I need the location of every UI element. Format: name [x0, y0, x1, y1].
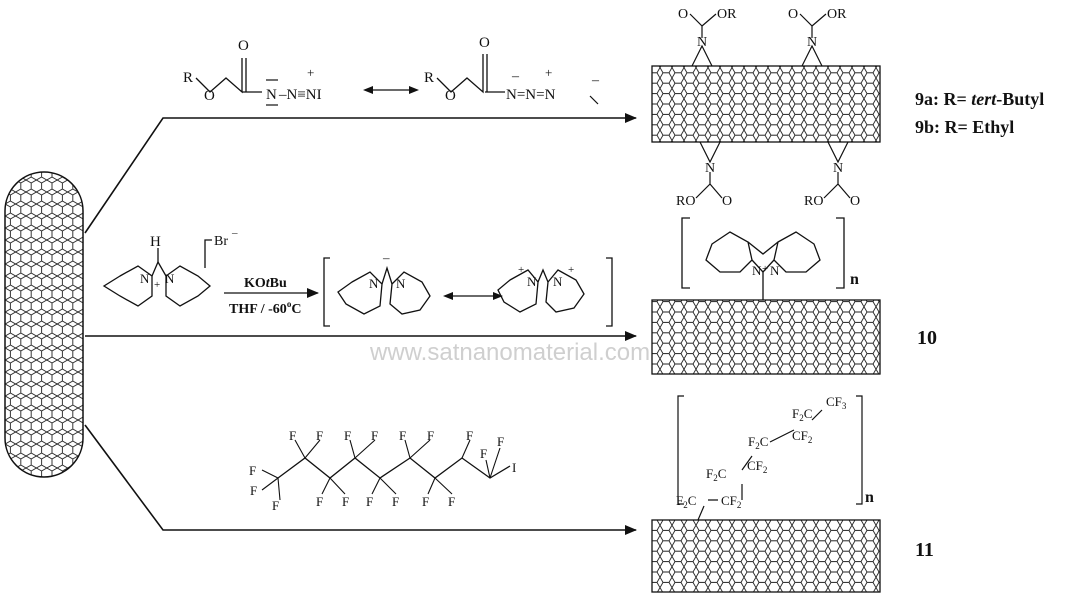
p10-n-index: n	[850, 271, 859, 288]
p11-f2c-4: F2C	[792, 406, 812, 423]
p9-o3: O	[722, 194, 732, 209]
reagent-conditions: THF / -60oC	[229, 299, 301, 317]
pf-f8: F	[344, 428, 351, 443]
reagent-kotbu: KOtBu	[244, 276, 287, 291]
pf-f2: F	[250, 483, 257, 498]
route2-reagent	[102, 239, 613, 327]
label-9b: 9b: R= Ethyl	[915, 117, 1014, 137]
p11-f2c-2: F2C	[706, 466, 726, 483]
p11-f2c-3: F2C	[748, 434, 768, 451]
azide-minus2a: –	[511, 69, 520, 84]
p9-ro2: RO	[804, 194, 823, 209]
p11-cf3: CF3	[826, 394, 847, 411]
p9-or2: OR	[827, 7, 847, 22]
route1-arrow	[84, 113, 637, 234]
imidazolium-n2: N	[165, 271, 175, 286]
bromide-minus: –	[231, 227, 238, 239]
pf-f1: F	[249, 463, 256, 478]
pf-f10: F	[366, 494, 373, 509]
p11-cf2-2: CF2	[747, 458, 767, 475]
label-10: 10	[917, 327, 937, 349]
pf-f13: F	[427, 428, 434, 443]
azide-rest1: –N≡NI	[278, 87, 322, 103]
p11-n-index: n	[865, 489, 874, 506]
azide-plus2: +	[545, 65, 552, 80]
p9-o2: O	[788, 7, 798, 22]
route3-reagent: F F F F F F F F F F F F F F F F F F I	[249, 428, 516, 513]
pf-f16: F	[466, 428, 473, 443]
azide-o2: O	[445, 88, 456, 104]
p9-n2: N	[807, 35, 817, 50]
pf-f6: F	[316, 494, 323, 509]
azide-n1: N	[266, 87, 277, 103]
p11-f2c-1: F2C	[676, 493, 696, 510]
p11-cf2-1: CF2	[721, 493, 741, 510]
azide-rest2: N=N=N	[506, 87, 556, 103]
carbene-minus: –	[382, 250, 390, 265]
pf-f5: F	[316, 428, 323, 443]
pf-f11: F	[392, 494, 399, 509]
pf-f18: F	[497, 434, 504, 449]
azide-plus1: +	[307, 65, 314, 80]
pf-f4: F	[289, 428, 296, 443]
carbene-n1: N	[369, 276, 379, 291]
p9-n1: N	[697, 35, 707, 50]
route1-reagent: R O O N –N≡NI + R O O N=N=N – + –	[183, 35, 600, 106]
pf-f12: F	[399, 428, 406, 443]
carbene-n2: N	[396, 276, 406, 291]
p9-o4: O	[850, 194, 860, 209]
pf-f7: F	[342, 494, 349, 509]
route-arrows	[84, 113, 637, 535]
ylide-plus1: +	[518, 264, 524, 276]
ylide-n1: N	[527, 274, 537, 289]
label-9a: 9a: R= tert-Butyl	[915, 89, 1044, 109]
imidazolium-n1: N	[140, 271, 150, 286]
azide-minus2b: –	[591, 73, 600, 88]
p10-plus: +	[762, 263, 768, 275]
p9-n3: N	[705, 161, 715, 176]
starting-nanotube	[4, 171, 84, 478]
bromide-label: Br	[214, 234, 228, 249]
ylide-n2: N	[553, 274, 563, 289]
p10-n1: N	[752, 263, 762, 278]
p10-n2: N	[770, 263, 780, 278]
p9-o1: O	[678, 7, 688, 22]
pf-f14: F	[422, 494, 429, 509]
pf-f15: F	[448, 494, 455, 509]
azide-ocarb1: O	[238, 38, 249, 54]
label-11: 11	[915, 539, 934, 561]
azide-ocarb2: O	[479, 35, 490, 51]
watermark: www.satnanomaterial.com	[369, 339, 650, 366]
p9-n4: N	[833, 161, 843, 176]
p9-ro1: RO	[676, 194, 695, 209]
imidazolium-h: H	[150, 234, 161, 250]
product-11: F2C CF2 F2C CF2 F2C CF2 F2C CF3 n	[651, 394, 881, 593]
pf-iodine: I	[512, 460, 516, 475]
p9-or1: OR	[717, 7, 737, 22]
pf-f9: F	[371, 428, 378, 443]
azide-o1: O	[204, 88, 215, 104]
ylide-plus2: +	[568, 264, 574, 276]
route3-arrow	[84, 424, 637, 535]
pf-f17: F	[480, 446, 487, 461]
product-10: N N + n	[651, 217, 881, 375]
imidazolium-plus: +	[154, 279, 160, 291]
pf-f3: F	[272, 498, 279, 513]
p11-cf2-3: CF2	[792, 428, 812, 445]
azide-r2: R	[424, 70, 434, 86]
azide-r1: R	[183, 70, 193, 86]
product-9: N N N N O OR O OR RO O RO O	[651, 7, 881, 209]
